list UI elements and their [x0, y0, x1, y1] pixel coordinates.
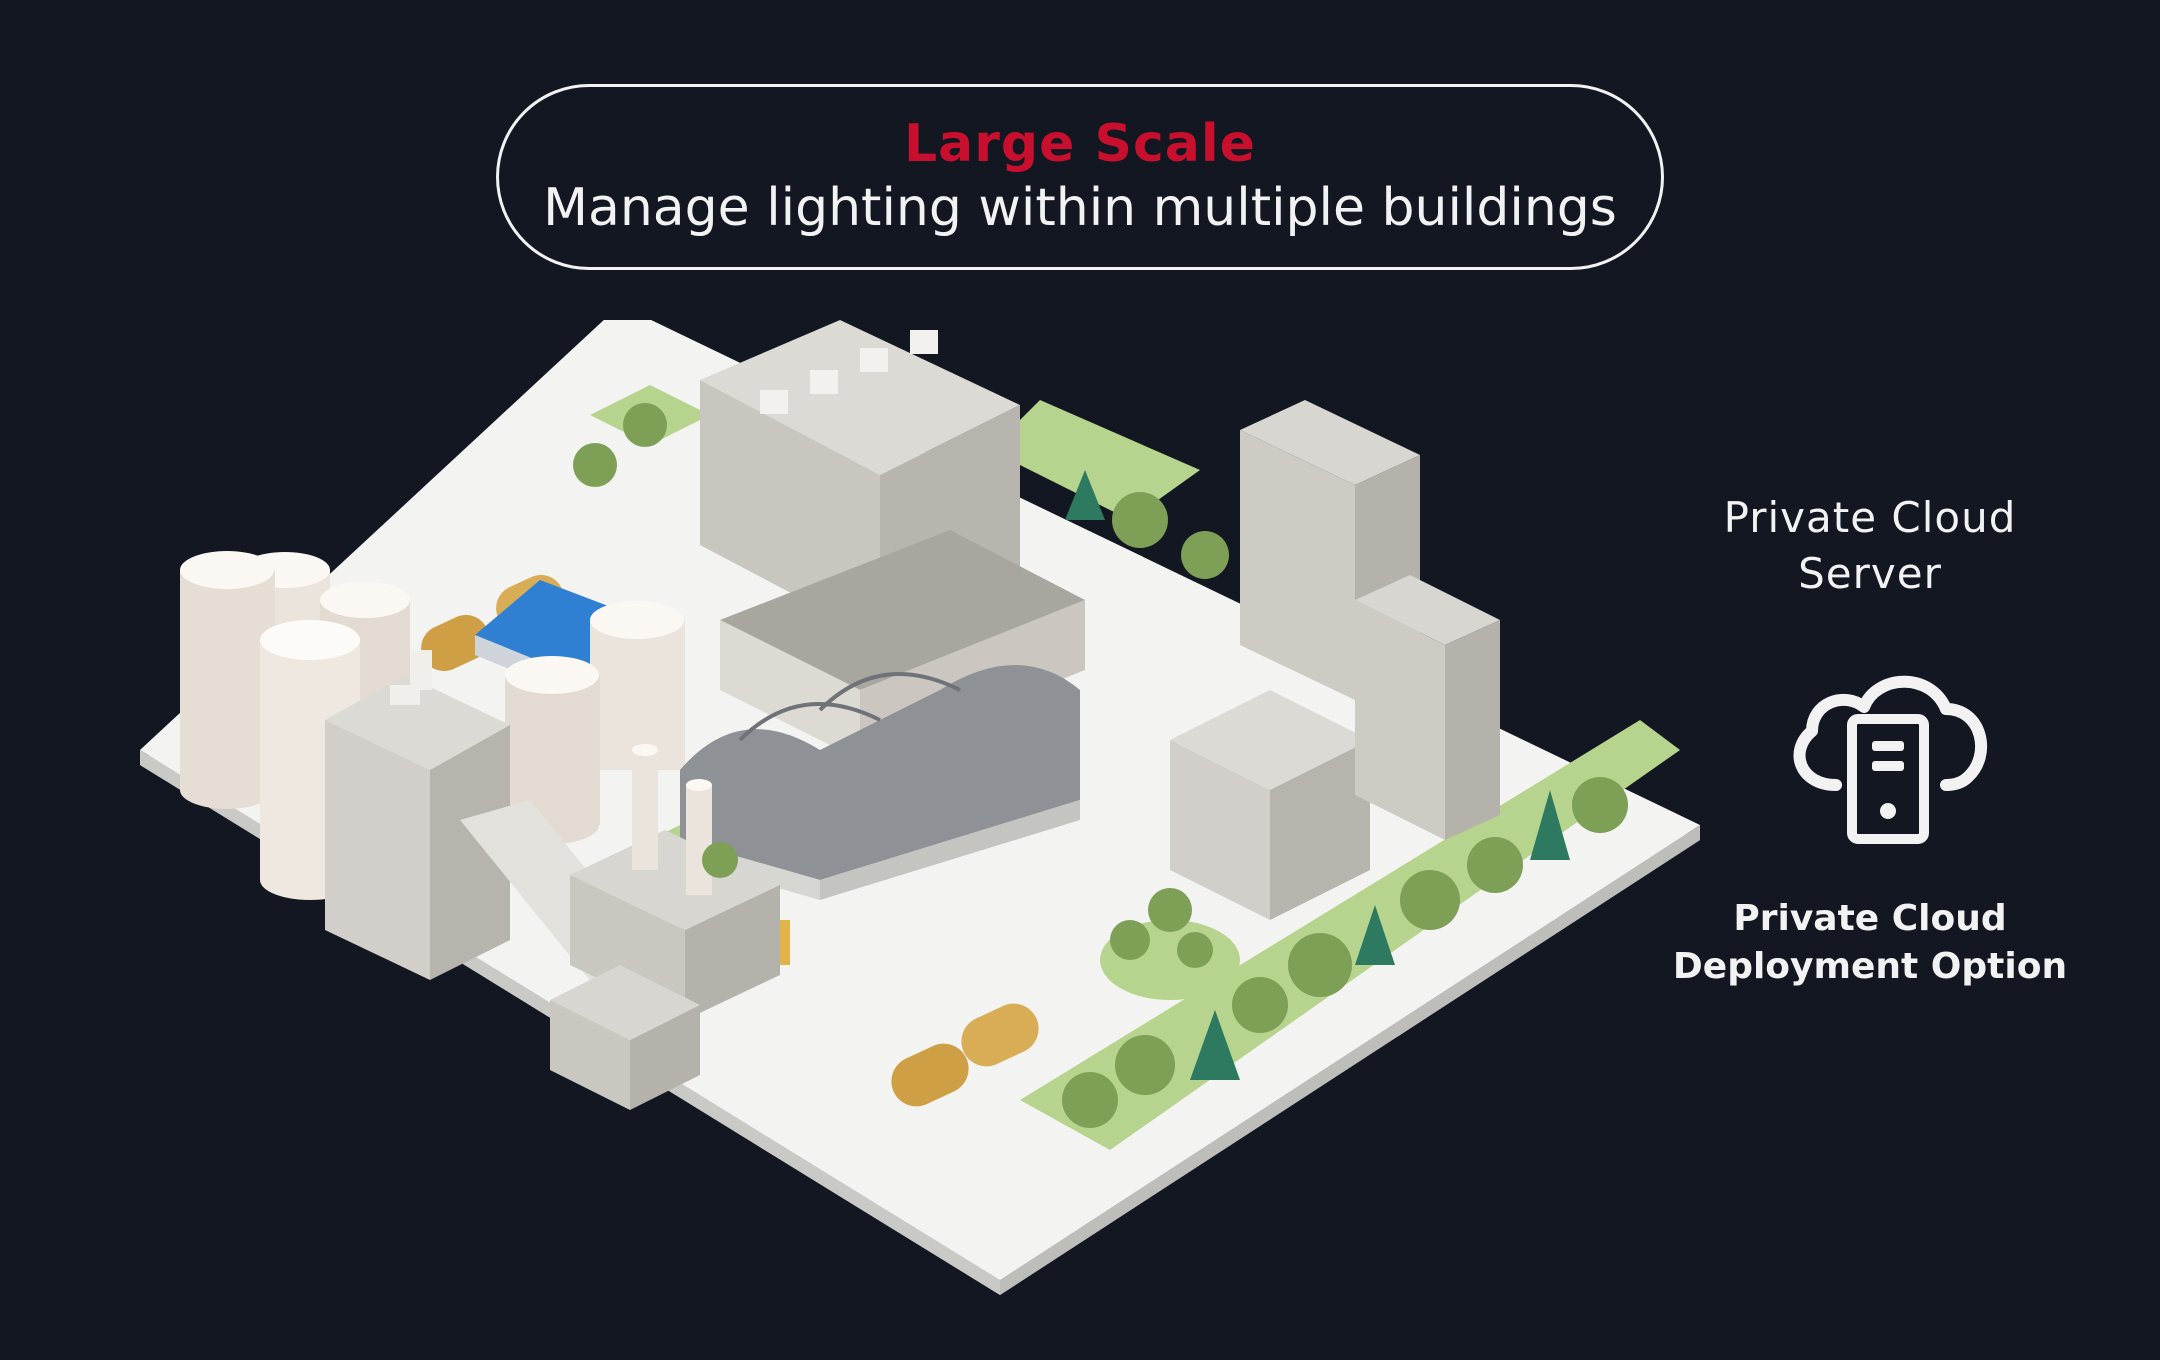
cloud-server-icon: [1778, 665, 1998, 845]
headline-title: Large Scale: [904, 114, 1256, 174]
server-heading: Private Cloud Server: [1723, 493, 2017, 598]
utility-block: [550, 965, 700, 1110]
trees: [573, 403, 1628, 1128]
deployment-option-label: Private Cloud Deployment Option: [1672, 898, 2068, 987]
headline-subtitle: Manage lighting within multiple building…: [543, 178, 1617, 238]
headline-pill: Large Scale Manage lighting within multi…: [496, 84, 1664, 270]
industrial-campus-illustration: [140, 320, 1700, 1295]
office-towers: [1170, 400, 1500, 920]
